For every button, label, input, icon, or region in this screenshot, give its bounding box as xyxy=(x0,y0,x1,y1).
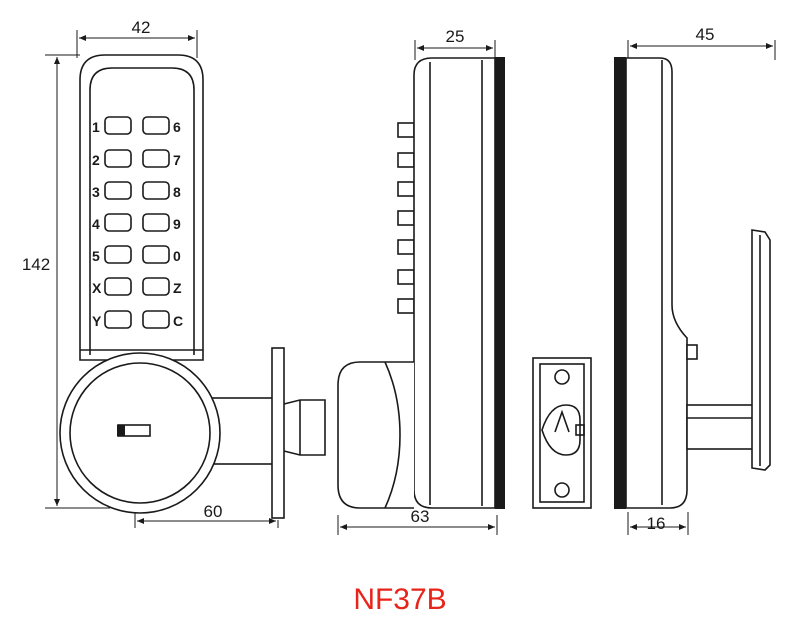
key-label-left-7: Y xyxy=(92,313,102,329)
model-label: NF37B xyxy=(353,583,447,616)
key-label-left-4: 4 xyxy=(92,216,100,232)
strike-plate xyxy=(532,357,592,509)
dim-front-width: 42 xyxy=(132,18,151,37)
dim-side-depth: 25 xyxy=(446,27,465,46)
key-label-right-7: C xyxy=(173,313,183,329)
key-label-left-3: 3 xyxy=(92,184,100,200)
key-label-right-4: 9 xyxy=(173,216,181,232)
key-label-left-2: 2 xyxy=(92,152,100,168)
dim-front-projection: 60 xyxy=(204,502,223,521)
key-label-left-5: 5 xyxy=(92,248,100,264)
key-label-left-1: 1 xyxy=(92,119,100,135)
keypad: 1 2 3 4 5 X Y 6 7 8 9 0 Z C xyxy=(92,116,183,329)
dim-front-height: 142 xyxy=(22,255,50,274)
key-label-right-6: Z xyxy=(173,280,182,296)
key-label-right-2: 7 xyxy=(173,152,181,168)
side-view: 25 63 xyxy=(337,27,505,535)
key-1 xyxy=(104,116,170,135)
dim-back-small: 16 xyxy=(647,514,666,533)
dim-side-total: 63 xyxy=(411,507,430,526)
front-view: 42 142 1 2 3 4 5 X Y 6 7 8 xyxy=(22,18,326,528)
key-label-left-6: X xyxy=(92,280,102,296)
key-label-right-3: 8 xyxy=(173,184,181,200)
back-view: 45 16 xyxy=(614,25,776,535)
key-label-right-5: 0 xyxy=(173,248,181,264)
knob xyxy=(59,352,221,514)
key-label-right-1: 6 xyxy=(173,119,181,135)
dim-back-width: 45 xyxy=(696,25,715,44)
